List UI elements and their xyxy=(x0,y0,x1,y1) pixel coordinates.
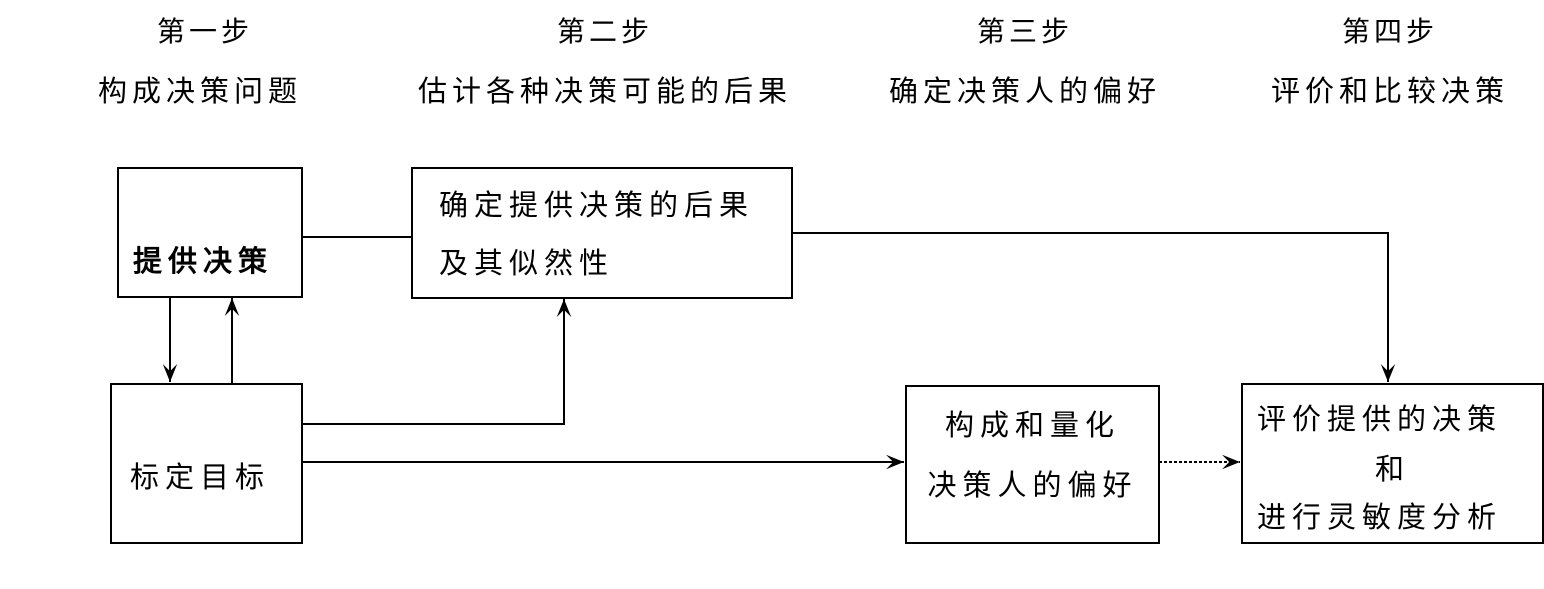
step-4-title: 评价和比较决策 xyxy=(1270,74,1509,108)
box-evaluate-line1: 评价提供的决策 xyxy=(1257,402,1503,436)
step-1-number: 第一步 xyxy=(156,15,253,48)
box-consequences-line1: 确定提供决策的后果 xyxy=(439,188,755,222)
box-evaluate-line3: 进行灵敏度分析 xyxy=(1257,500,1503,534)
box-preferences-line1: 构成和量化 xyxy=(944,408,1120,442)
box-calibrate-goals-label: 标定目标 xyxy=(130,460,271,494)
box-evaluate-line2: 和 xyxy=(1374,452,1410,486)
box-provide-decision: 提供决策 xyxy=(117,167,303,298)
box-evaluate: 评价提供的决策 和 进行灵敏度分析 xyxy=(1241,383,1544,544)
box-consequences-line2: 及其似然性 xyxy=(439,246,615,280)
box-calibrate-goals: 标定目标 xyxy=(110,383,303,544)
step-1-title: 构成决策问题 xyxy=(97,74,302,108)
box-provide-decision-label: 提供决策 xyxy=(133,244,274,278)
step-2-number: 第二步 xyxy=(556,15,653,48)
step-3-number: 第三步 xyxy=(976,15,1073,48)
link-goals-to-consequences xyxy=(302,299,572,425)
link-consequences-to-evaluate xyxy=(792,232,1396,382)
step-3-title: 确定决策人的偏好 xyxy=(888,74,1161,108)
box-preferences-line2: 决策人的偏好 xyxy=(927,468,1138,502)
box-consequences: 确定提供决策的后果 及其似然性 xyxy=(411,167,793,299)
box-preferences: 构成和量化 决策人的偏好 xyxy=(905,385,1160,544)
step-2-title: 估计各种决策可能的后果 xyxy=(417,74,792,108)
step-4-number: 第四步 xyxy=(1341,15,1438,48)
